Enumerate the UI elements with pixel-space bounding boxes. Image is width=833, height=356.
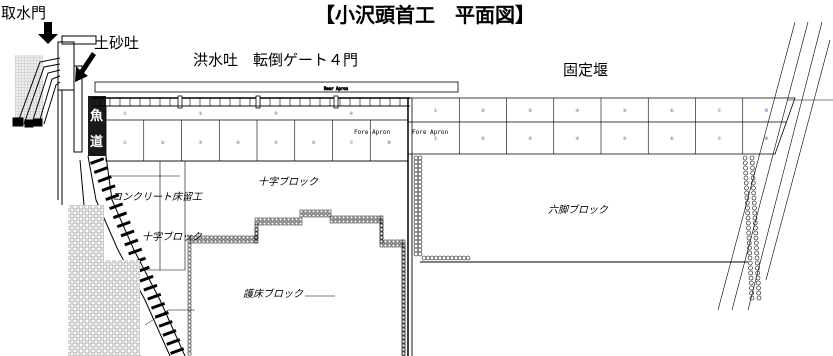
weir-panel-number: ⑦ xyxy=(717,108,721,114)
fixed-weir xyxy=(407,97,796,356)
sand-flush-arrow xyxy=(75,52,96,82)
spillway-panel-number: ⑤ xyxy=(274,140,278,146)
rear-apron-label: Rear Apron xyxy=(324,86,349,91)
cross-block-label-1: 十字ブロック xyxy=(258,176,319,188)
cross-block-boundary xyxy=(187,209,406,356)
weir-panel-number: ⑥ xyxy=(670,136,674,142)
cross-block-label-2: 十字ブロック xyxy=(142,231,203,243)
drawing-title: 【小沢頭首工 平面図】 xyxy=(315,3,535,27)
weir-panel-number: ① xyxy=(434,108,438,114)
weir-panel-number: ② xyxy=(481,136,485,142)
annotation-leaders xyxy=(144,295,335,326)
weir-panel-number: ④ xyxy=(575,136,579,142)
concrete-sill xyxy=(106,160,408,271)
weir-panel-number: ④ xyxy=(575,108,579,114)
fishway: 魚 道 xyxy=(88,96,106,156)
hexapod-boundary xyxy=(413,155,762,301)
weir-panel-number: ③ xyxy=(528,108,532,114)
flood-spillway-label: 洪水吐 転倒ゲート４門 xyxy=(193,51,358,69)
intake-gate-label: 取水門 xyxy=(1,4,46,22)
left-block-grid xyxy=(68,205,104,356)
spillway-panel-number: ⑧ xyxy=(387,140,391,146)
weir-panel-numbers: ① ① ② ② ③ ③ ④ ④ ⑤ ⑤ ⑥ ⑥ ⑦ ⑦ ⑧ ⑧ xyxy=(434,108,769,142)
spillway-panel-number: ⑦ xyxy=(349,140,353,146)
right-bank xyxy=(411,21,833,356)
weir-panel-number: ⑥ xyxy=(670,108,674,114)
spillway-panel-number: ④ xyxy=(236,140,240,146)
weir-panel-number: ⑦ xyxy=(717,136,721,142)
fishway-ladder-steps xyxy=(90,157,185,355)
spillway-gate-number: ① xyxy=(123,111,127,117)
spillway-panel-number: ③ xyxy=(198,140,202,146)
spillway-panel-numbers: ① ① ② ③ ② ④ ⑤ ③ ⑥ ⑦ ④ ⑧ xyxy=(123,111,391,146)
mid-block-grid xyxy=(100,260,140,356)
weir-panel-number: ⑧ xyxy=(764,136,768,142)
bed-protection-label: 護床ブロック xyxy=(243,288,304,300)
intake-pipes xyxy=(12,57,61,128)
spillway-gate-number: ④ xyxy=(349,111,353,117)
spillway-gate-number: ② xyxy=(198,111,202,117)
weir-panel-number: ⑤ xyxy=(623,108,627,114)
sand-flush-label: 土砂吐 xyxy=(94,34,139,52)
concrete-sill-label: コンクリート床留工 xyxy=(112,191,203,203)
weir-panel-dividers xyxy=(458,98,744,154)
intake-structure xyxy=(57,35,97,205)
fishway-label-2: 道 xyxy=(90,134,103,150)
weir-panel-number: ③ xyxy=(528,136,532,142)
weir-panel-number: ⑧ xyxy=(764,108,768,114)
spillway-panel-number: ① xyxy=(123,140,127,146)
fishway-label-1: 魚 xyxy=(90,108,103,124)
rear-apron: Rear Apron xyxy=(94,81,459,93)
fore-apron-label-1: Fore Apron xyxy=(354,129,391,136)
fixed-weir-label: 固定堰 xyxy=(563,61,608,79)
spillway-panel-dividers xyxy=(143,120,371,161)
spillway-panel-number: ② xyxy=(161,140,165,146)
weir-panel-number: ① xyxy=(434,136,438,142)
weir-panel-number: ② xyxy=(481,108,485,114)
weir-panel-number: ⑤ xyxy=(623,136,627,142)
fore-apron-label-2: Fore Apron xyxy=(412,129,449,136)
spillway-panel-number: ⑥ xyxy=(312,140,316,146)
spillway-gate-number: ③ xyxy=(274,111,278,117)
intake-gate-arrow xyxy=(38,22,58,44)
hexapod-block-label: 六脚ブロック xyxy=(548,204,609,216)
